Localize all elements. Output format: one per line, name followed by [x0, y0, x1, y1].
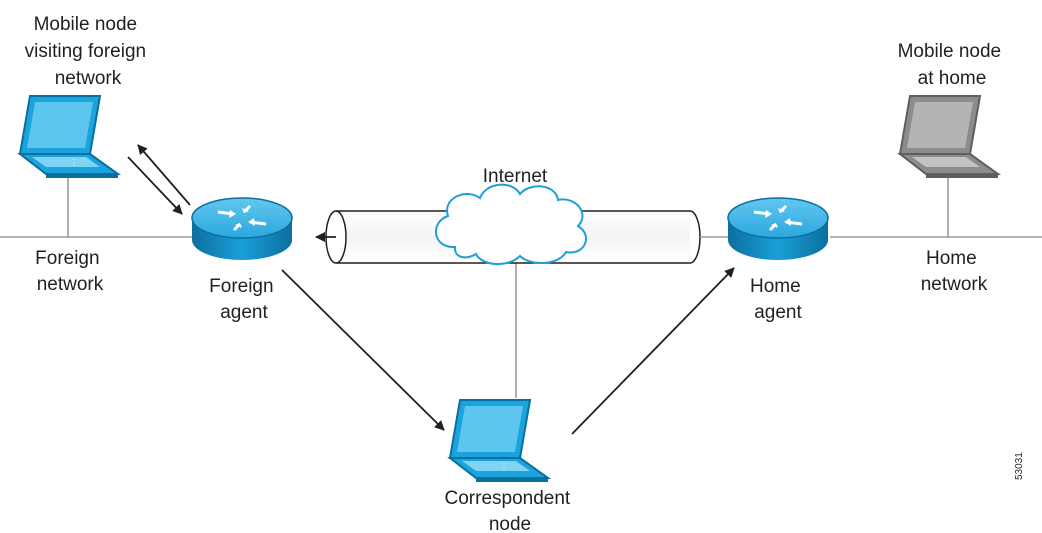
correspondent-to-home-arrow [571, 267, 735, 435]
laptop-icon [899, 95, 999, 179]
foreign-agent-label: Foreign agent [209, 276, 279, 323]
router-icon [190, 196, 294, 262]
agent-to-mobile-arrow [137, 144, 191, 206]
router-icon [726, 196, 830, 262]
home-network-label: Home network [921, 248, 988, 295]
mobile-node-visiting-label: Mobile node visiting foreign network [25, 14, 152, 89]
agent-to-correspondent-arrow [281, 269, 445, 431]
figure-id-label: 53031 [1014, 452, 1025, 480]
mobile-node-home-label: Mobile node at home [898, 41, 1007, 89]
laptop-icon [449, 399, 549, 483]
mobile-to-agent-arrow [127, 156, 183, 215]
internet-label: Internet [483, 166, 548, 187]
correspondent-node-label: Correspondent node [445, 488, 576, 533]
cloud-icon [434, 183, 587, 265]
foreign-network-label: Foreign network [35, 248, 105, 295]
laptop-icon [19, 95, 119, 179]
home-agent-label: Home agent [750, 276, 806, 323]
